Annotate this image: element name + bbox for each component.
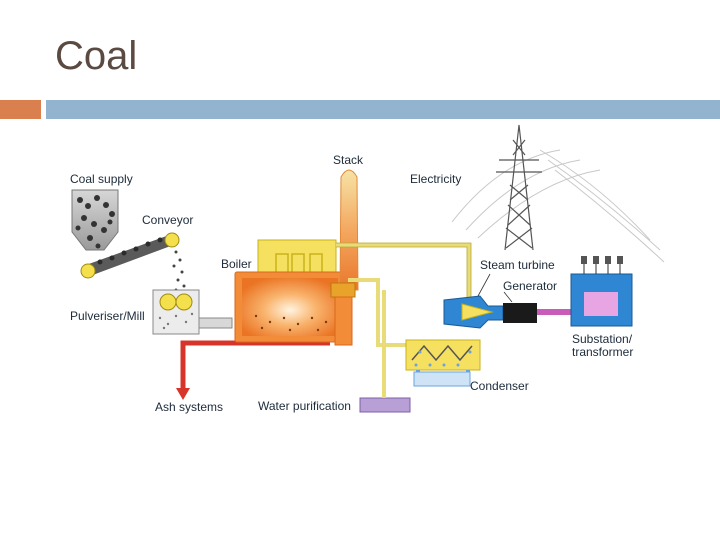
coal-hopper bbox=[71, 189, 119, 251]
label-ash-systems: Ash systems bbox=[155, 400, 223, 414]
title-accent-bar bbox=[0, 100, 41, 119]
boiler-frame bbox=[257, 239, 337, 275]
label-generator: Generator bbox=[503, 279, 557, 293]
label-substation-line1: Substation/ bbox=[572, 332, 633, 346]
label-electricity: Electricity bbox=[410, 172, 461, 186]
title-divider-bar bbox=[46, 100, 720, 119]
label-boiler: Boiler bbox=[221, 257, 252, 271]
condenser bbox=[405, 339, 481, 387]
pulveriser-mill bbox=[152, 289, 233, 335]
label-condenser: Condenser bbox=[470, 379, 529, 393]
ash-pipe bbox=[180, 340, 330, 390]
label-substation-line2: transformer bbox=[572, 345, 633, 359]
steam-turbine bbox=[443, 295, 504, 329]
label-pulveriser: Pulveriser/Mill bbox=[70, 309, 145, 323]
water-purification-unit bbox=[359, 397, 411, 413]
label-stack: Stack bbox=[333, 153, 364, 167]
ash-arrow-icon bbox=[176, 388, 190, 400]
label-conveyor: Conveyor bbox=[142, 213, 193, 227]
generator bbox=[503, 303, 571, 323]
stack bbox=[330, 169, 359, 346]
label-coal-supply: Coal supply bbox=[70, 172, 133, 186]
steam-pipe-outlines bbox=[336, 242, 472, 300]
label-water-purification: Water purification bbox=[258, 399, 351, 413]
leader-lines bbox=[477, 273, 513, 303]
conveyor bbox=[80, 232, 186, 292]
label-steam-turbine: Steam turbine bbox=[480, 258, 555, 272]
slide-title: Coal bbox=[55, 34, 138, 78]
substation-transformer bbox=[570, 256, 633, 327]
power-lines bbox=[451, 149, 665, 263]
pylon-icon bbox=[496, 124, 542, 251]
boiler bbox=[234, 271, 346, 343]
steam-pipes bbox=[336, 243, 471, 395]
